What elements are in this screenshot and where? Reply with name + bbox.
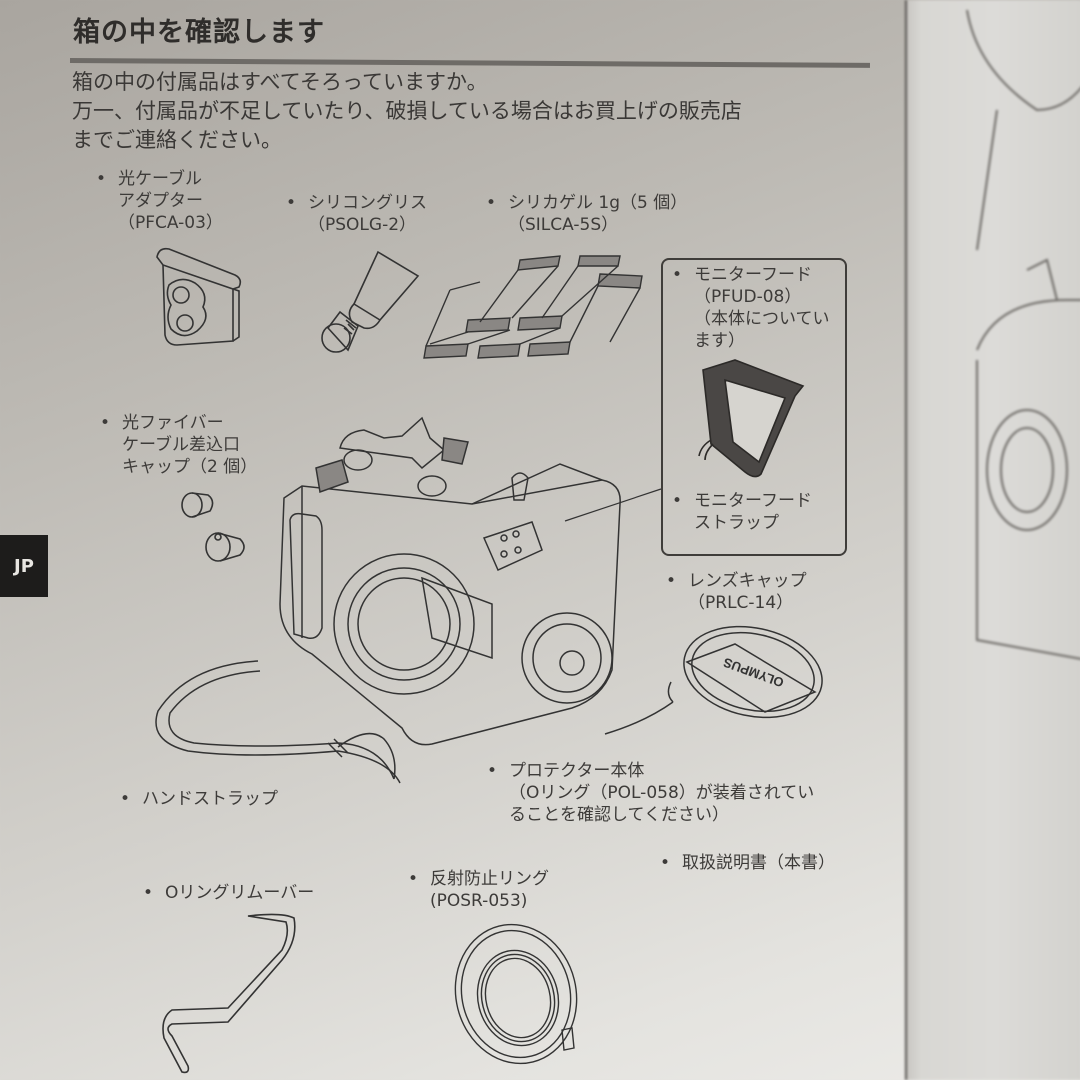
item-label-monitor-hood: •モニターフード （PFUD-08） （本体についてい ます） <box>672 265 830 351</box>
item-label-manual: •取扱説明書（本書） <box>660 853 835 873</box>
item-label-oring-remover: •Oリングリムーバー <box>143 883 315 903</box>
facing-page-blurred <box>905 0 1080 1080</box>
hand-strap-illustration <box>148 655 403 785</box>
underwater-housing-illustration <box>272 408 622 748</box>
silicone-grease-tube-illustration <box>318 250 423 355</box>
intro-paragraph: 箱の中の付属品はすべてそろっていますか。 万一、付属品が不足していたり、破損して… <box>72 68 882 155</box>
fiber-adapter-illustration <box>155 245 245 350</box>
item-label-monitor-hood-strap: •モニターフード ストラップ <box>672 491 812 533</box>
language-tab: JP <box>0 535 48 597</box>
title-underline <box>69 58 871 68</box>
item-label-hand-strap: •ハンドストラップ <box>120 789 278 809</box>
intro-line-3: までご連絡ください。 <box>72 128 282 152</box>
lens-cap-illustration: OLYMPUS <box>665 622 825 732</box>
item-label-fiber-adapter: •光ケーブル アダプター （PFCA-03） <box>96 169 223 233</box>
lens-cap-brand: OLYMPUS <box>721 655 786 691</box>
monitor-hood-illustration <box>695 360 815 480</box>
fiber-caps-illustration <box>178 485 253 575</box>
bullet: • <box>96 169 107 189</box>
item-label-lens-cap: •レンズキャップ （PRLC-14） <box>666 571 807 613</box>
item-label-protector-body: •プロテクター本体 （Oリング（POL-058）が装着されてい ることを確認して… <box>487 761 815 825</box>
facing-page-housing-sketch <box>937 0 1080 700</box>
silica-gel-packets-illustration <box>420 252 645 362</box>
item-label-fiber-cap: •光ファイバー ケーブル差込口 キャップ（2 個） <box>100 413 258 477</box>
page-title: 箱の中を確認します <box>73 17 325 48</box>
intro-line-2: 万一、付属品が不足していたり、破損している場合はお買上げの販売店 <box>72 99 742 123</box>
oring-remover-illustration <box>162 910 302 1080</box>
monitor-hood-box <box>661 258 847 556</box>
callout-line <box>565 485 665 525</box>
intro-line-1: 箱の中の付属品はすべてそろっていますか。 <box>72 70 488 94</box>
manual-left-page: 箱の中を確認します 箱の中の付属品はすべてそろっていますか。 万一、付属品が不足… <box>0 17 882 1080</box>
item-label-antireflection-ring: •反射防止リング (POSR-053) <box>408 869 549 911</box>
item-label-silicone-grease: •シリコングリス （PSOLG-2） <box>286 193 427 235</box>
antireflection-ring-illustration <box>452 918 584 1068</box>
item-label-silica-gel: •シリカゲル 1g（5 個） （SILCA-5S） <box>486 193 688 235</box>
